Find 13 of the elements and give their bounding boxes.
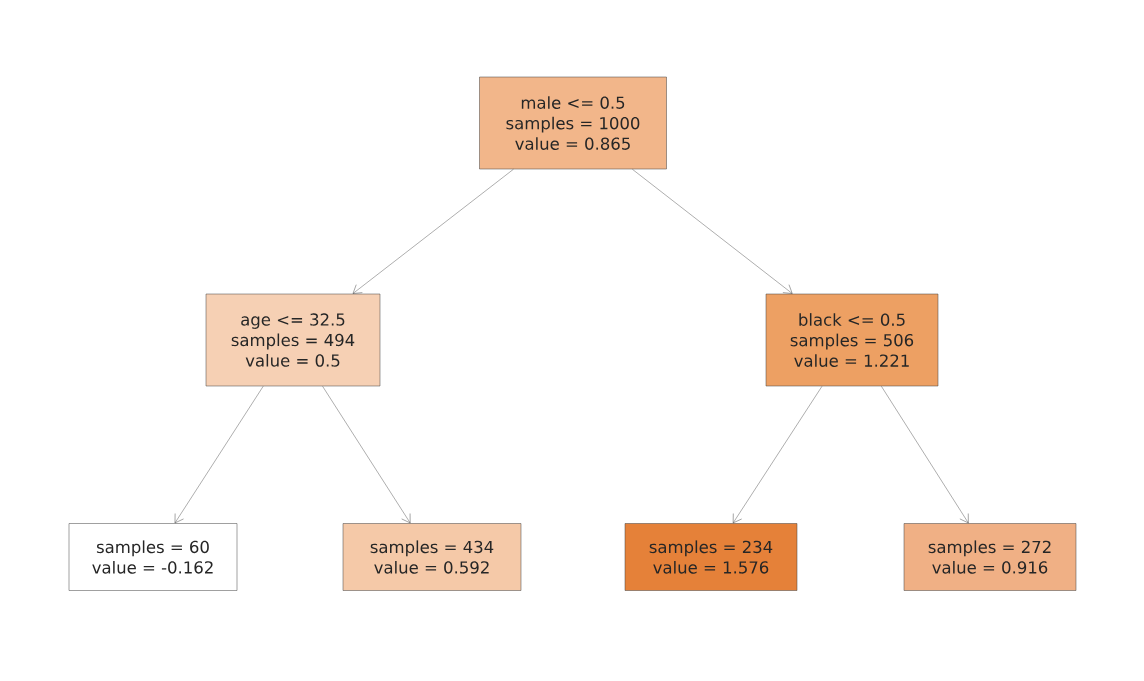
tree-node-box: samples = 272 value = 0.916 (903, 523, 1077, 591)
arrow (632, 169, 793, 294)
arrow (732, 386, 823, 524)
arrow (174, 386, 264, 524)
arrow (881, 386, 969, 524)
arrow (352, 169, 514, 294)
tree-node-box: age <= 32.5 samples = 494 value = 0.5 (205, 293, 381, 387)
tree-node-box: black <= 0.5 samples = 506 value = 1.221 (765, 293, 939, 387)
tree-node-box: samples = 234 value = 1.576 (624, 523, 798, 591)
tree-node-box: male <= 0.5 samples = 1000 value = 0.865 (479, 76, 667, 170)
tree-node-box: samples = 60 value = -0.162 (68, 523, 238, 591)
arrow (322, 386, 411, 524)
tree-node-box: samples = 434 value = 0.592 (342, 523, 522, 591)
